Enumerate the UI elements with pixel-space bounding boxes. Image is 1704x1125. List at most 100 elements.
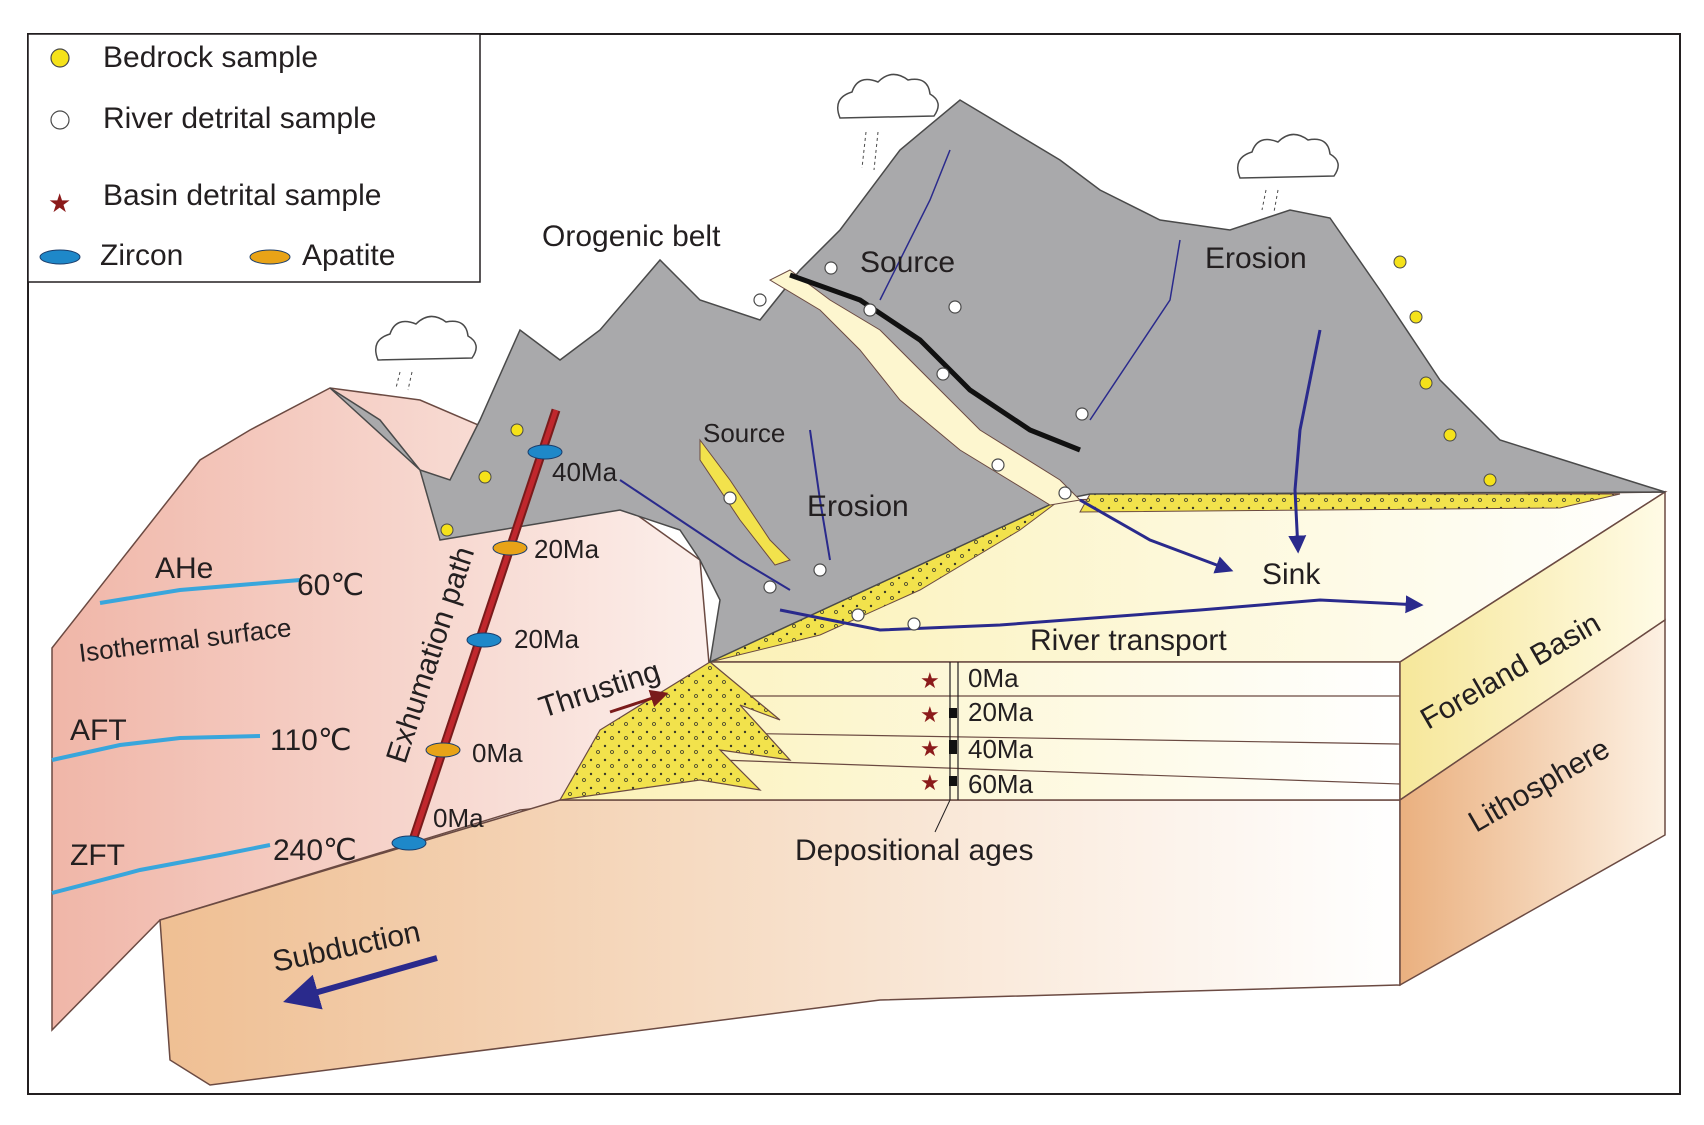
exhumation-age-0ma-zircon: 0Ma — [433, 803, 484, 833]
bedrock-samples — [440, 255, 1497, 537]
legend-basin-label: Basin detrital sample — [103, 179, 381, 212]
label-orogenic-belt: Orogenic belt — [542, 220, 721, 253]
isotherm-zft-temp: 240℃ — [273, 834, 357, 867]
exhumation-age-40ma: 40Ma — [552, 457, 618, 487]
frame-border — [27, 33, 1681, 1095]
legend-river-label: River detrital sample — [103, 102, 376, 135]
river-sample-marker — [1075, 407, 1089, 421]
river-to-sink — [1079, 498, 1234, 574]
depositional-ages-leader — [934, 799, 951, 833]
cloud-icon-middle — [837, 73, 939, 171]
exhumation-age-20ma-zircon: 20Ma — [514, 624, 580, 654]
river-sample-marker — [851, 608, 865, 622]
label-source-upper: Source — [860, 246, 955, 279]
river-sample-marker — [723, 491, 737, 505]
star-icon: ★ — [920, 702, 940, 727]
strata-age-20ma: 20Ma — [968, 697, 1034, 727]
tributary-mid — [809, 429, 831, 561]
legend-river-icon — [50, 110, 70, 130]
isotherm-aft-system: AFT — [70, 714, 127, 747]
isotherm-aft-line — [51, 734, 261, 762]
basin-detrital-samples: ★ ★ ★ ★ — [920, 668, 940, 795]
legend-zircon-label: Zircon — [100, 239, 183, 272]
isotherm-ahe-line — [99, 578, 301, 605]
bedrock-sample-marker — [440, 523, 454, 537]
label-depositional-ages: Depositional ages — [795, 834, 1034, 867]
legend-zircon-icon — [39, 249, 81, 265]
strata-age-60ma: 60Ma — [968, 769, 1034, 799]
exhumation-age-20ma-apatite: 20Ma — [534, 534, 600, 564]
river-transport-line — [779, 595, 1424, 632]
zircon-marker — [391, 835, 427, 851]
orogenic-mountains — [329, 99, 1666, 664]
bedrock-sample-marker — [510, 423, 524, 437]
age-tick — [949, 708, 957, 718]
isotherm-aft-temp: 110℃ — [270, 724, 352, 757]
bedrock-sample-marker — [1419, 376, 1433, 390]
river-detrital-samples — [723, 261, 1089, 631]
legend-bedrock-icon — [50, 48, 70, 68]
zircon-marker — [466, 632, 502, 648]
zircon-marker — [527, 444, 563, 460]
isotherm-zft-line — [51, 843, 271, 895]
label-erosion-upper: Erosion — [1205, 242, 1307, 275]
label-source-lower: Source — [703, 418, 785, 448]
isotherm-ahe-system: AHe — [155, 552, 213, 585]
piedmont-sediment — [1079, 493, 1621, 513]
star-icon: ★ — [920, 736, 940, 761]
river-sample-marker — [763, 580, 777, 594]
age-tick — [949, 776, 957, 786]
river-sample-marker — [948, 300, 962, 314]
strata-age-40ma: 40Ma — [968, 734, 1034, 764]
river-sample-marker — [863, 303, 877, 317]
tributary-valley — [699, 438, 791, 566]
label-erosion-lower: Erosion — [807, 490, 909, 523]
grain-markers — [391, 444, 563, 851]
isotherm-ahe-temp: 60℃ — [297, 569, 364, 602]
lithosphere-side-face — [1399, 618, 1666, 987]
exhumation-age-0ma-apatite: 0Ma — [472, 738, 523, 768]
strata-age-0ma: 0Ma — [968, 663, 1019, 693]
label-river-transport: River transport — [1030, 624, 1227, 657]
label-sink: Sink — [1262, 558, 1321, 591]
river-sample-marker — [813, 563, 827, 577]
cloud-icon-left — [375, 315, 477, 391]
river-sample-marker — [991, 458, 1005, 472]
river-sample-marker — [824, 261, 838, 275]
legend-apatite-label: Apatite — [302, 239, 395, 272]
legend-star-icon: ★ — [48, 188, 71, 218]
legend-box — [27, 33, 481, 283]
sediment-wedge — [558, 661, 792, 801]
bedrock-sample-marker — [1443, 428, 1457, 442]
legend-apatite-icon — [249, 249, 291, 265]
exhumation-path-core — [410, 409, 559, 841]
river-sample-marker — [753, 293, 767, 307]
cloud-icon-right — [1237, 133, 1339, 213]
star-icon: ★ — [920, 770, 940, 795]
river-sample-marker — [907, 617, 921, 631]
main-river-valley — [768, 269, 1082, 506]
thrust-fault — [789, 272, 1081, 453]
apatite-marker — [425, 742, 461, 758]
subduction-arrow — [283, 955, 438, 1010]
thrusting-arrow — [609, 689, 669, 714]
age-tick — [949, 740, 957, 754]
isotherm-zft-system: ZFT — [70, 839, 125, 872]
legend-bedrock-label: Bedrock sample — [103, 41, 318, 74]
river-sample-marker — [936, 367, 950, 381]
bedrock-sample-marker — [1393, 255, 1407, 269]
tributary-upper — [879, 149, 951, 301]
river-right-branch — [1288, 329, 1322, 554]
bedrock-sample-marker — [478, 470, 492, 484]
bedrock-sample-marker — [1483, 473, 1497, 487]
stratum-boundary-2 — [719, 732, 1401, 745]
star-icon: ★ — [920, 668, 940, 693]
river-sample-marker — [1058, 486, 1072, 500]
tributary-left — [619, 479, 791, 591]
bedrock-sample-marker — [1409, 310, 1423, 324]
apatite-marker — [492, 540, 528, 556]
stratum-boundary-3 — [719, 759, 1401, 785]
tributary-right — [1089, 239, 1181, 421]
